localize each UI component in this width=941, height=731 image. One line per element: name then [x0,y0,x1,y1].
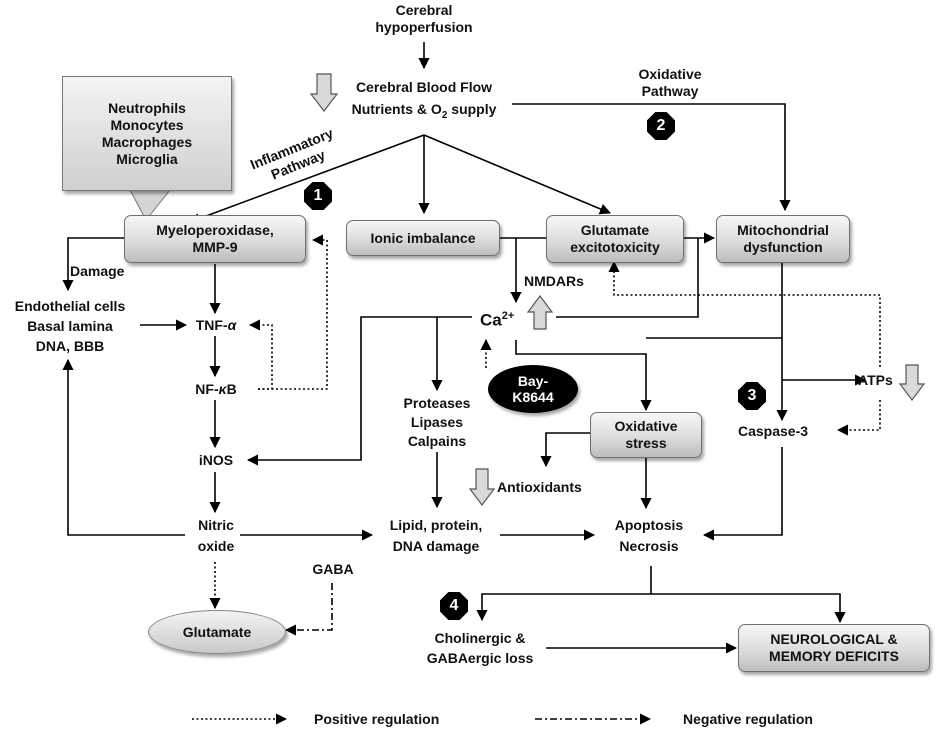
legend-negative-label: Negative regulation [683,711,813,727]
oxidative-pathway-label: Oxidative Pathway [638,66,702,99]
cholinergic-label: Cholinergic & GABAergic loss [426,630,534,666]
arrow-nitric-endothelial [62,358,185,536]
ionic-imbalance-box: Ionic imbalance [346,220,500,256]
caspase-label: Caspase-3 [738,423,809,439]
down-arrow-cbf-icon [309,73,339,112]
lipid-damage-label: Lipid, protein, DNA damage [389,517,483,554]
gaba-label: GABA [312,561,354,577]
arrow-cbf-mito [512,103,791,212]
nitric-oxide-label: Nitric oxide [197,517,235,554]
bay-k8644-ellipse: Bay-K8644 [488,365,578,413]
legend-positive-label: Positive regulation [314,711,440,727]
dotted-atps-caspase [836,400,881,436]
arrow-ca-inos [246,316,472,466]
inos-label: iNOS [198,452,234,468]
step-badge-4: 4 [440,592,468,620]
calcium-label: Ca2+ [480,310,515,330]
proteases-label: Proteases Lipases Calpains [403,395,471,449]
atps-label: ATPs [858,372,893,388]
arrow-cbf-glutamate [423,134,612,215]
nmdars-label: NMDARs [524,273,584,289]
line-mito-oxidative [646,262,783,339]
down-arrow-antioxidants-icon [468,468,496,506]
antioxidants-label: Antioxidants [497,479,582,495]
deficits-box: NEUROLOGICAL &MEMORY DEFICITS [738,624,930,672]
arrow-myelo-endothelial [62,237,150,292]
arrow-apoptosis-deficits [651,593,846,624]
nfkb-label: NF-κB [195,381,237,397]
dashdot-gaba-glutamate [284,583,333,636]
arrow-caspase-apoptosis [702,447,783,541]
step-badge-3: 3 [738,382,766,410]
arrow-cbf-myeloperoxidase [188,134,425,224]
dotted-nfkb-tnf [248,319,273,390]
myeloperoxidase-box: Myeloperoxidase,MMP-9 [124,215,306,263]
step-badge-1: 1 [304,182,332,210]
step-badge-2: 2 [647,112,675,140]
tnf-alpha-label: TNF-α [195,317,237,333]
dotted-nfkb-myelo [258,234,328,390]
arrow-oxidative-antioxidants [540,432,590,468]
glutamate-ellipse: Glutamate [148,610,286,654]
hypoperfusion-label: Cerebral hypoperfusion [375,2,473,35]
line-ca-mito [556,238,699,318]
arrow-apoptosis-cholinergic [476,566,652,622]
apoptosis-label: Apoptosis Necrosis [614,517,684,554]
arrow-ca-oxidative [515,340,652,412]
down-arrow-atps-icon [898,364,926,401]
endothelial-label: Endothelial cells Basal lamina DNA, BBB [14,298,126,354]
damage-label: Damage [70,263,125,279]
dotted-atps-glutamate [608,260,881,367]
immune-cells-callout: Neutrophils Monocytes Macrophages Microg… [62,76,232,191]
up-arrow-ca-icon [526,295,554,330]
cbf-label: Cerebral Blood Flow Nutrients & O2 suppl… [351,79,497,121]
